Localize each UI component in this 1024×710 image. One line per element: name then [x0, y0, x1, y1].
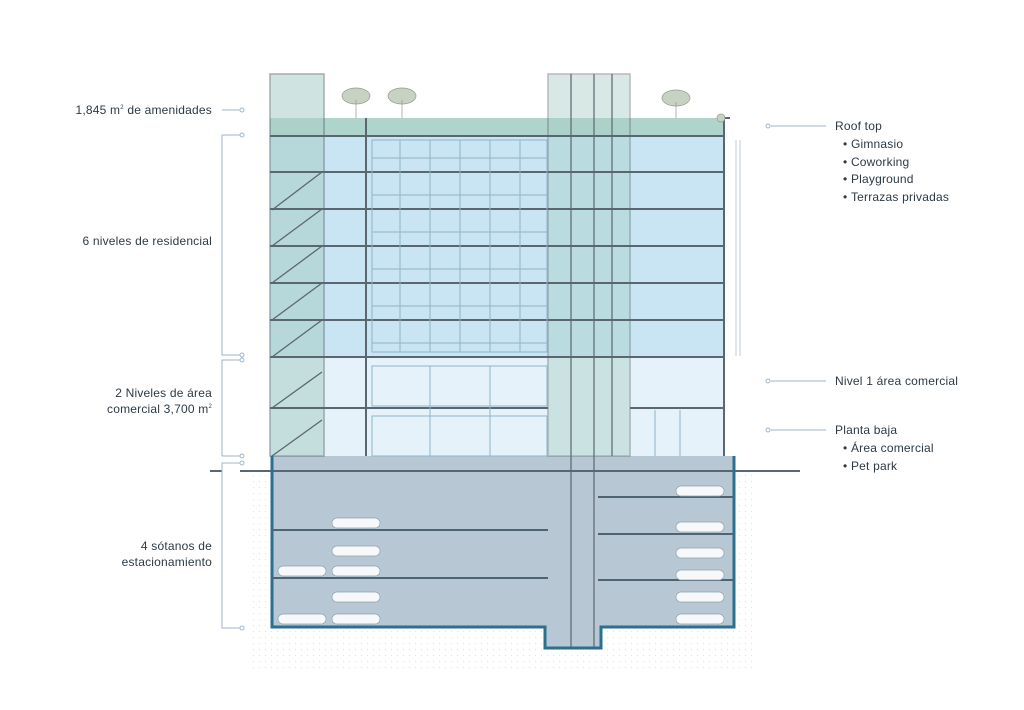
list-item: Coworking — [843, 154, 949, 172]
facade-windows — [371, 139, 681, 457]
commercial-label-line1: 2 Niveles de área — [115, 386, 212, 400]
amenities-text: de amenidades — [123, 103, 212, 117]
rooftop-label: Roof top Gimnasio Coworking Playground T… — [835, 118, 949, 206]
commercial-label-line2: comercial 3,700 m2 — [107, 401, 212, 417]
car-icon — [277, 485, 725, 625]
level1-label: Nivel 1 área comercial — [835, 374, 959, 388]
amenities-area: 1,845 m — [75, 103, 121, 117]
residential-label: 6 niveles de residencial — [82, 234, 212, 248]
elevator-shafts — [570, 74, 613, 648]
ground-title: Planta baja — [835, 423, 898, 437]
basement-structure — [270, 456, 736, 650]
tree-icon — [341, 87, 726, 123]
shaft-pit — [545, 624, 601, 648]
parking-label: 4 sótanos de estacionamiento — [122, 538, 212, 570]
list-item: Área comercial — [843, 440, 934, 458]
parking-label-line1: 4 sótanos de — [140, 539, 212, 553]
upper-slabs — [210, 135, 800, 472]
stair-flights — [271, 171, 323, 457]
list-item: Pet park — [843, 458, 934, 476]
rooftop-title: Roof top — [835, 119, 882, 133]
commercial-area: comercial 3,700 m — [107, 402, 209, 416]
rooftop-list: Gimnasio Coworking Playground Terrazas p… — [835, 136, 949, 206]
amenities-unit-exponent: 2 — [120, 105, 124, 111]
list-item: Playground — [843, 171, 949, 189]
parking-label-line2: estacionamiento — [121, 555, 212, 569]
elevator-core — [547, 73, 631, 457]
left-brackets — [221, 107, 245, 631]
commercial-label: 2 Niveles de área comercial 3,700 m2 — [107, 385, 212, 417]
right-facade-lines — [735, 140, 741, 356]
ground-label: Planta baja Área comercial Pet park — [835, 422, 934, 475]
right-leaders — [765, 123, 826, 433]
list-item: Terrazas privadas — [843, 189, 949, 207]
list-item: Gimnasio — [843, 136, 949, 154]
amenities-zone — [270, 118, 724, 136]
ground-list: Área comercial Pet park — [835, 440, 934, 475]
commercial-unit-exponent: 2 — [208, 404, 212, 410]
amenities-label: 1,845 m2 de amenidades — [75, 102, 212, 118]
